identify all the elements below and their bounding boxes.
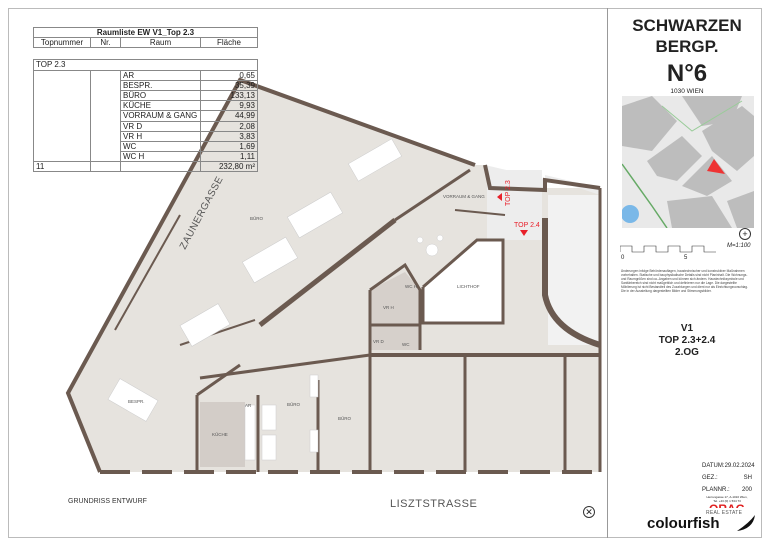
scale-label: M=1:100 xyxy=(727,243,751,249)
col-header: Raum xyxy=(120,37,201,49)
scale-tick-5: 5 xyxy=(684,255,688,261)
lichthof xyxy=(423,240,503,323)
compass-icon: + xyxy=(739,228,751,240)
top-2-3-marker xyxy=(497,193,502,201)
room-label-vrh: VR H xyxy=(383,305,394,310)
floor-plan: BÜRO BESPR. KÜCHE AR BÜRO BÜRO VR H WC H… xyxy=(65,77,602,474)
plan-caption: GRUNDRISS ENTWURF xyxy=(68,498,147,505)
room-label-bespr: BESPR. xyxy=(128,399,145,404)
project-name-line1: SCHWARZEN xyxy=(632,16,742,35)
room-list-table: Raumliste EW V1_Top 2.3 Topnummer Nr. Ra… xyxy=(33,26,258,173)
floor-area xyxy=(68,80,600,472)
project-city: 1030 WIEN xyxy=(670,88,704,95)
floor: 2.OG xyxy=(675,347,699,358)
stair-wall xyxy=(542,218,601,348)
room-label-buero-2: BÜRO xyxy=(287,401,301,407)
room-label-buero: BÜRO xyxy=(250,215,264,221)
sanitary-area xyxy=(370,272,420,350)
scale-bar xyxy=(620,245,716,253)
col-header: Fläche xyxy=(200,37,258,49)
project-number: N°6 xyxy=(666,60,708,87)
col-header: Nr. xyxy=(90,37,121,49)
table-row: BESPR.35,39 xyxy=(33,79,258,91)
entry-area xyxy=(487,170,542,240)
plan-meta: DATUM:29.02.2024 GEZ.:SH PLANNR.:200 xyxy=(702,463,755,493)
room-label-vrd: VR D xyxy=(373,339,385,344)
tops: TOP 2.3+2.4 xyxy=(658,335,716,346)
top-2-3-label: TOP 2.3 xyxy=(505,180,512,206)
room-label-wch: WC H xyxy=(405,284,417,289)
real-estate-label: REAL ESTATE xyxy=(706,510,743,516)
plan-frame xyxy=(8,8,762,538)
top-2-4-marker xyxy=(520,230,528,236)
room-label-ar: AR xyxy=(245,403,252,408)
variant: V1 xyxy=(680,323,694,334)
kueche-area xyxy=(200,402,245,467)
address: Herrengasse 17, A-1010 Wien,Tel. +43 (0)… xyxy=(706,495,748,503)
orag-logo: ORAG xyxy=(704,502,750,508)
scale-tick-0: 0 xyxy=(621,255,625,261)
colourfish-logo: colourfish xyxy=(647,515,720,532)
location-map xyxy=(622,96,754,228)
top-2-4-label: TOP 2.4 xyxy=(514,222,540,229)
col-header: Topnummer xyxy=(33,37,91,49)
room-list-title: Raumliste EW V1_Top 2.3 xyxy=(33,26,258,39)
outer-wall xyxy=(65,77,476,473)
fish-icon xyxy=(737,515,755,531)
desks xyxy=(107,138,444,461)
room-label-lichthof: LICHTHOF xyxy=(457,284,480,289)
room-label-wc: WC xyxy=(402,342,410,347)
room-label-vorraum: VORRAUM & GANG xyxy=(443,194,485,199)
street-lisztstrasse: LISZTSTRASSE xyxy=(390,498,478,510)
room-label-buero-3: BÜRO xyxy=(338,415,352,421)
room-label-kueche: KÜCHE xyxy=(212,431,228,437)
north-arrow-icon: ✕ xyxy=(583,506,595,518)
panel-divider xyxy=(607,8,608,538)
total-row: 11 232,80 m² xyxy=(33,161,258,173)
group-row: TOP 2.3 xyxy=(33,59,258,71)
disclaimer: Änderungen infolge Behördenauflagen, hau… xyxy=(621,269,748,294)
site-marker xyxy=(707,159,725,174)
project-name-line2: BERGP. xyxy=(655,37,719,56)
